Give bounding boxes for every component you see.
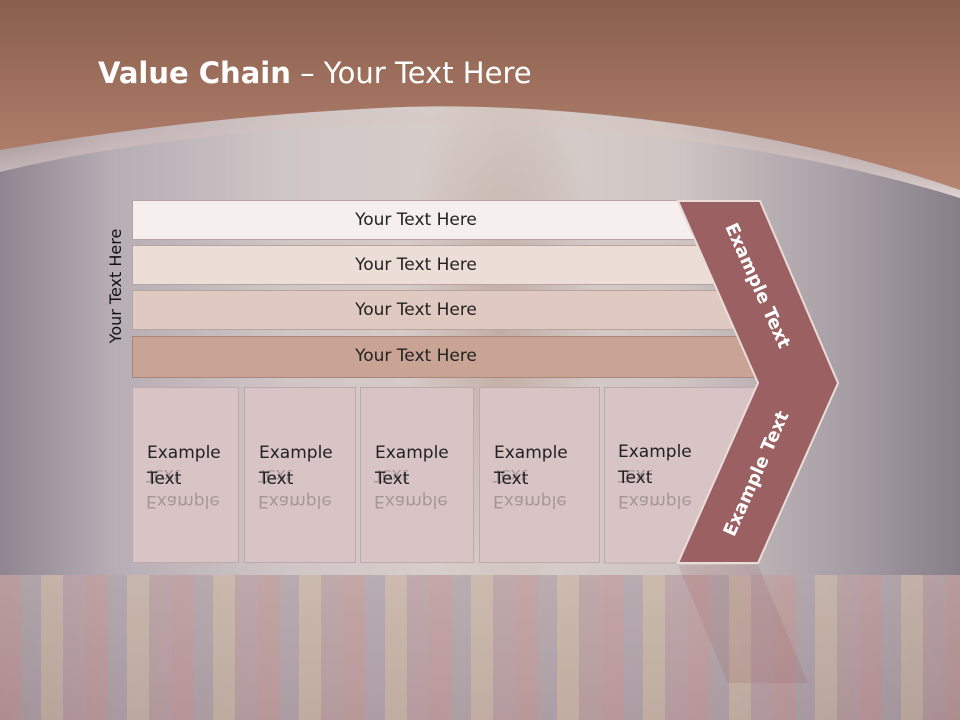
column-4-line1: Example bbox=[494, 443, 568, 463]
column-1-line1: Example bbox=[147, 443, 221, 463]
bar-2-label: Your Text Here bbox=[355, 255, 477, 275]
reflection-5: Example Text bbox=[604, 390, 724, 566]
reflection-2: Example Text bbox=[244, 390, 356, 566]
reflection-3-line2: Text bbox=[374, 465, 409, 485]
reflection-3: Example Text bbox=[360, 390, 474, 566]
bar-2: Your Text Here bbox=[132, 245, 732, 285]
header-band: Value Chain – Your Text Here bbox=[0, 0, 960, 200]
title-bold: Value Chain bbox=[98, 56, 291, 90]
reflection-2-line1: Example bbox=[258, 491, 332, 511]
reflection-4-line2: Text bbox=[493, 465, 528, 485]
bar-2-shape bbox=[132, 245, 732, 285]
column-3: Example Text bbox=[360, 387, 474, 563]
column-5-line1: Example bbox=[618, 442, 692, 462]
reflection-2-line2: Text bbox=[258, 465, 293, 485]
column-5-text: Example Text bbox=[604, 387, 692, 491]
bar-3-label: Your Text Here bbox=[355, 300, 477, 320]
bar-3: Your Text Here bbox=[132, 290, 752, 330]
reflection-4: Example Text bbox=[479, 390, 600, 566]
column-3-line1: Example bbox=[375, 443, 449, 463]
header-shape bbox=[0, 0, 960, 198]
page-title: Value Chain – Your Text Here bbox=[98, 56, 532, 90]
bar-1: Your Text Here bbox=[132, 200, 732, 240]
reflection-3-line1: Example bbox=[374, 491, 448, 511]
bar-3-shape bbox=[132, 290, 752, 330]
reflection-5-line2: Text bbox=[618, 465, 653, 485]
column-2-line1: Example bbox=[259, 443, 333, 463]
bar-4-shape bbox=[132, 336, 772, 378]
column-2-line2: Text bbox=[259, 469, 294, 489]
reflection-4-line1: Example bbox=[493, 491, 567, 511]
column-4: Example Text bbox=[479, 387, 600, 563]
column-5-line2: Text bbox=[618, 468, 653, 488]
title-rest: – Your Text Here bbox=[290, 56, 532, 90]
column-2: Example Text bbox=[244, 387, 356, 563]
reflection-1-line2: Text bbox=[146, 465, 181, 485]
reflection-1: Example Text bbox=[132, 390, 239, 566]
bar-4: Your Text Here bbox=[132, 336, 772, 378]
column-1: Example Text bbox=[132, 387, 239, 563]
column-1-line2: Text bbox=[147, 469, 182, 489]
reflection-1-line1: Example bbox=[146, 491, 220, 511]
column-3-line2: Text bbox=[375, 469, 410, 489]
column-4-line2: Text bbox=[494, 469, 529, 489]
reflection-5-line1: Example bbox=[618, 491, 692, 511]
bar-1-label: Your Text Here bbox=[355, 210, 477, 230]
bar-1-shape bbox=[132, 200, 732, 240]
bar-4-label: Your Text Here bbox=[355, 346, 477, 366]
column-5: Example Text bbox=[604, 387, 764, 564]
background-floor bbox=[0, 575, 960, 720]
